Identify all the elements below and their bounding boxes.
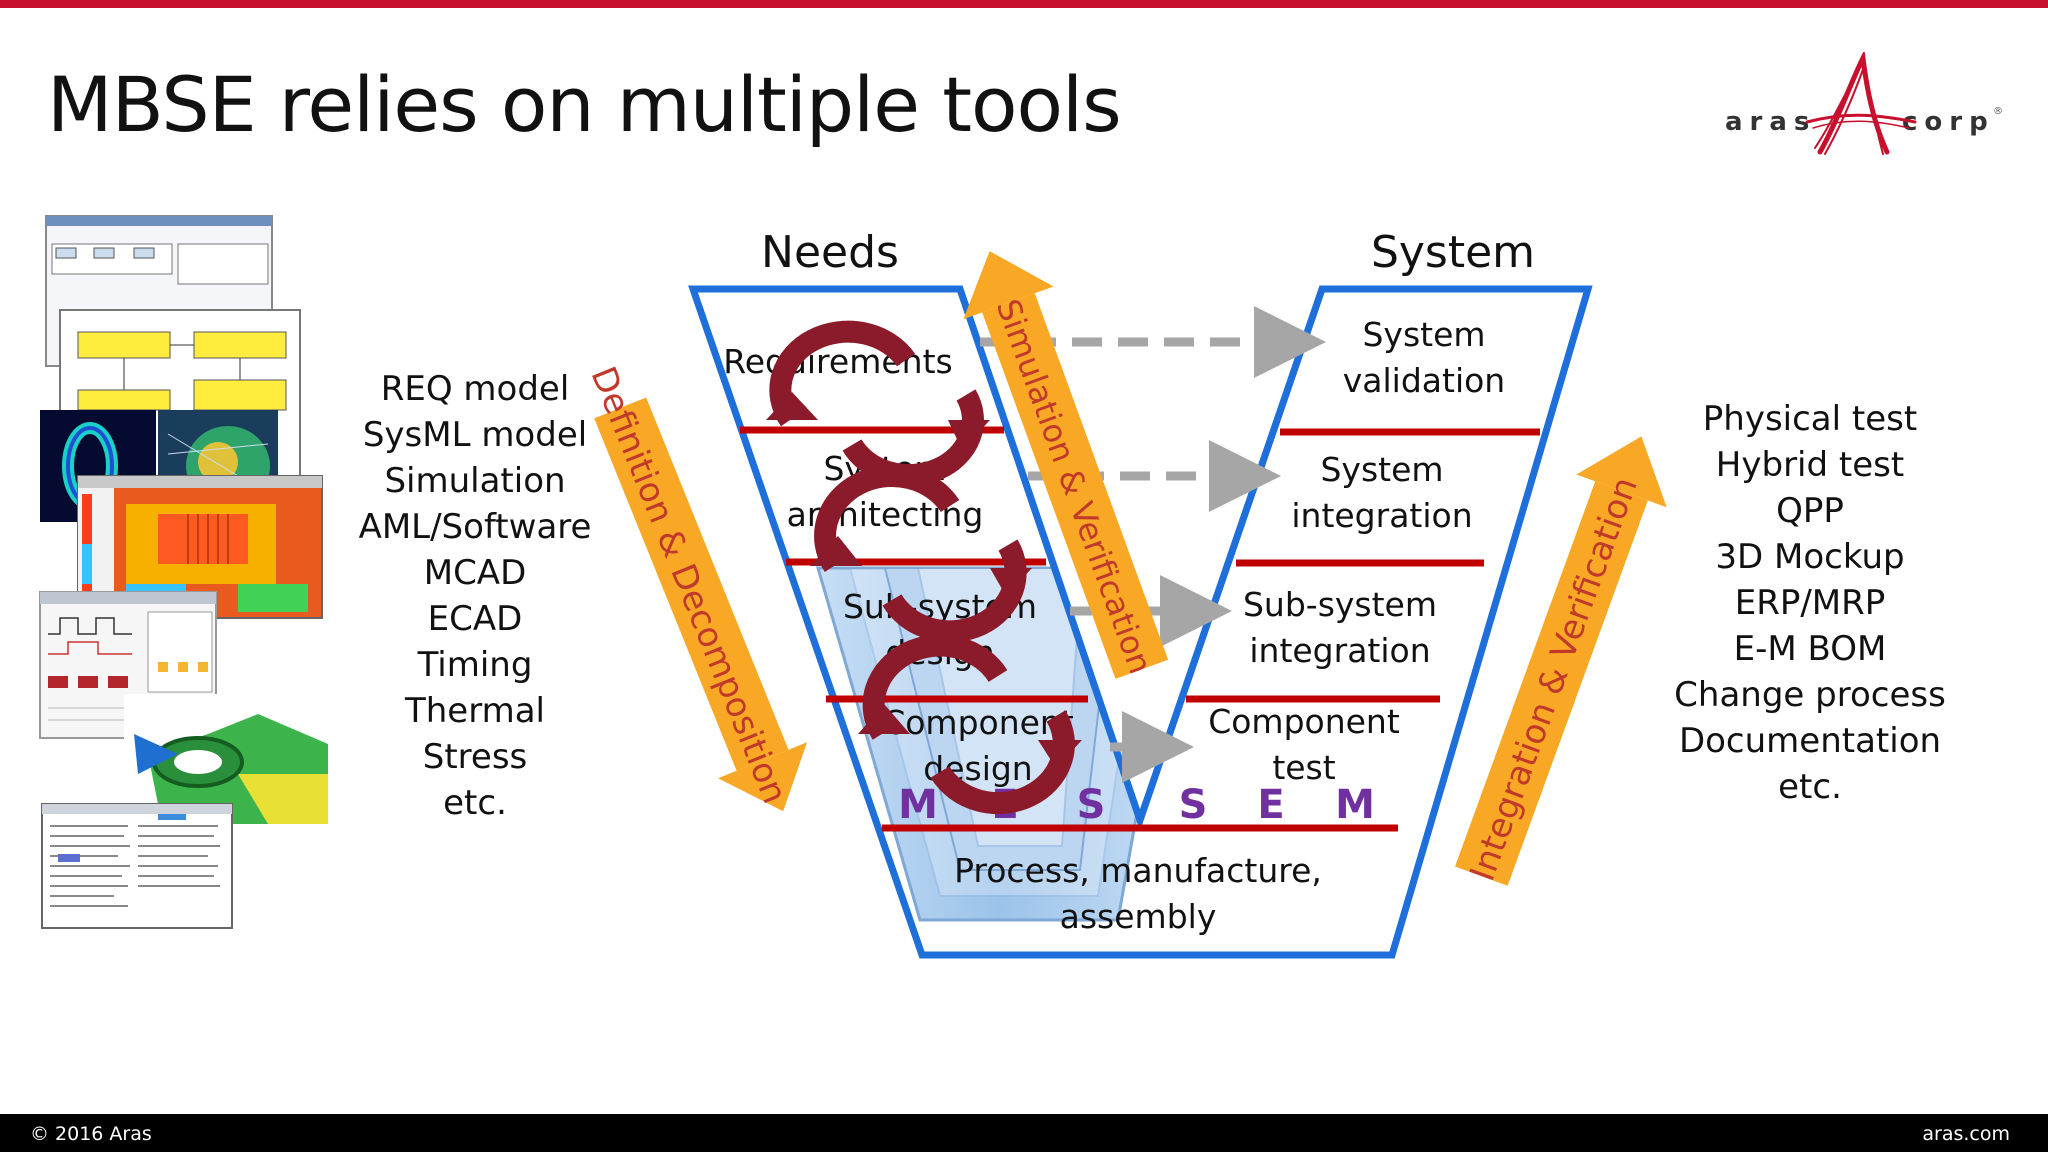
left-tool-item: MCAD bbox=[423, 553, 527, 593]
logo-a-mark-icon bbox=[1805, 52, 1917, 155]
right-tool-item: etc. bbox=[1778, 767, 1842, 807]
logo-registered-mark: ® bbox=[1993, 106, 2003, 117]
integration-verification-arrow: Integration & Verification bbox=[1455, 436, 1667, 886]
aras-corp-logo: aras corp ® bbox=[1725, 52, 2003, 155]
mess-letter: M bbox=[898, 782, 938, 828]
website-link: aras.com bbox=[1922, 1123, 2010, 1145]
cycle-arrowhead-icon bbox=[1038, 740, 1082, 768]
stage-subsystem-integration-label-2: integration bbox=[1249, 631, 1430, 670]
left-tool-item: SysML model bbox=[362, 415, 588, 455]
left-tool-item: Stress bbox=[422, 737, 528, 777]
iteration-cycle-icon bbox=[769, 320, 984, 487]
stage-component-test-label-2: test bbox=[1272, 748, 1335, 787]
logo-left-word: aras bbox=[1725, 107, 1816, 137]
left-tool-item: Timing bbox=[417, 645, 533, 685]
right-tool-item: Documentation bbox=[1678, 721, 1942, 761]
footer-bar: © 2016 Aras aras.com bbox=[0, 1114, 2048, 1152]
cycle-arrowhead-icon bbox=[990, 568, 1032, 596]
stage-system-validation-label-2: validation bbox=[1343, 361, 1505, 400]
right-tool-item: Change process bbox=[1674, 675, 1946, 715]
left-tool-item: REQ model bbox=[380, 369, 570, 409]
mess-letter: S bbox=[1077, 782, 1106, 828]
left-tool-item: Simulation bbox=[384, 461, 566, 501]
documentation-screenshot-thumbnail bbox=[41, 803, 233, 929]
stage-component-test-label-1: Component bbox=[1208, 702, 1400, 741]
left-tool-item: Thermal bbox=[404, 691, 546, 731]
top-accent-bar bbox=[0, 0, 2048, 8]
right-tool-item: E-M BOM bbox=[1733, 629, 1887, 669]
system-heading: System bbox=[1371, 227, 1535, 278]
right-tool-item: QPP bbox=[1776, 491, 1844, 531]
cycle-arrowhead-icon bbox=[766, 392, 818, 420]
pcb-thermal-screenshot-thumbnail bbox=[77, 475, 323, 619]
stage-system-integration-label-1: System bbox=[1320, 450, 1443, 489]
right-tools-list: Physical test Hybrid test QPP 3D Mockup … bbox=[1660, 396, 1960, 810]
right-tool-item: Hybrid test bbox=[1715, 445, 1905, 485]
stage-process-manufacture-label-1: Process, manufacture, bbox=[954, 851, 1322, 890]
right-tool-item: ERP/MRP bbox=[1734, 583, 1886, 623]
right-tool-item: Physical test bbox=[1702, 399, 1918, 439]
cycle-arrowhead-icon bbox=[810, 536, 862, 566]
integration-verification-label: Integration & Verification bbox=[1462, 472, 1645, 886]
left-tool-item: ECAD bbox=[427, 599, 523, 639]
copyright-text: © 2016 Aras bbox=[30, 1123, 152, 1145]
needs-heading: Needs bbox=[761, 227, 899, 278]
mess-letter: M bbox=[1335, 782, 1375, 828]
stage-subsystem-integration-label-1: Sub-system bbox=[1243, 585, 1437, 624]
tool-screenshot-collage bbox=[38, 214, 338, 934]
stage-requirements-label: Requirements bbox=[723, 342, 952, 381]
stage-component-design-label-1: Component bbox=[882, 703, 1074, 742]
stage-system-validation-label-1: System bbox=[1362, 315, 1485, 354]
left-tool-item: AML/Software bbox=[358, 507, 592, 547]
mess-letter: S bbox=[1179, 782, 1208, 828]
left-tool-item: etc. bbox=[443, 783, 507, 823]
cycle-arrowhead-icon bbox=[858, 704, 910, 734]
cycle-arrowhead-icon bbox=[948, 420, 990, 450]
stage-system-integration-label-2: integration bbox=[1291, 496, 1472, 535]
mess-letter: E bbox=[1257, 782, 1284, 828]
page-title: MBSE relies on multiple tools bbox=[47, 60, 1122, 149]
right-tool-item: 3D Mockup bbox=[1715, 537, 1905, 577]
left-tools-list: REQ model SysML model Simulation AML/Sof… bbox=[340, 366, 610, 826]
stage-process-manufacture-label-2: assembly bbox=[1060, 897, 1217, 936]
